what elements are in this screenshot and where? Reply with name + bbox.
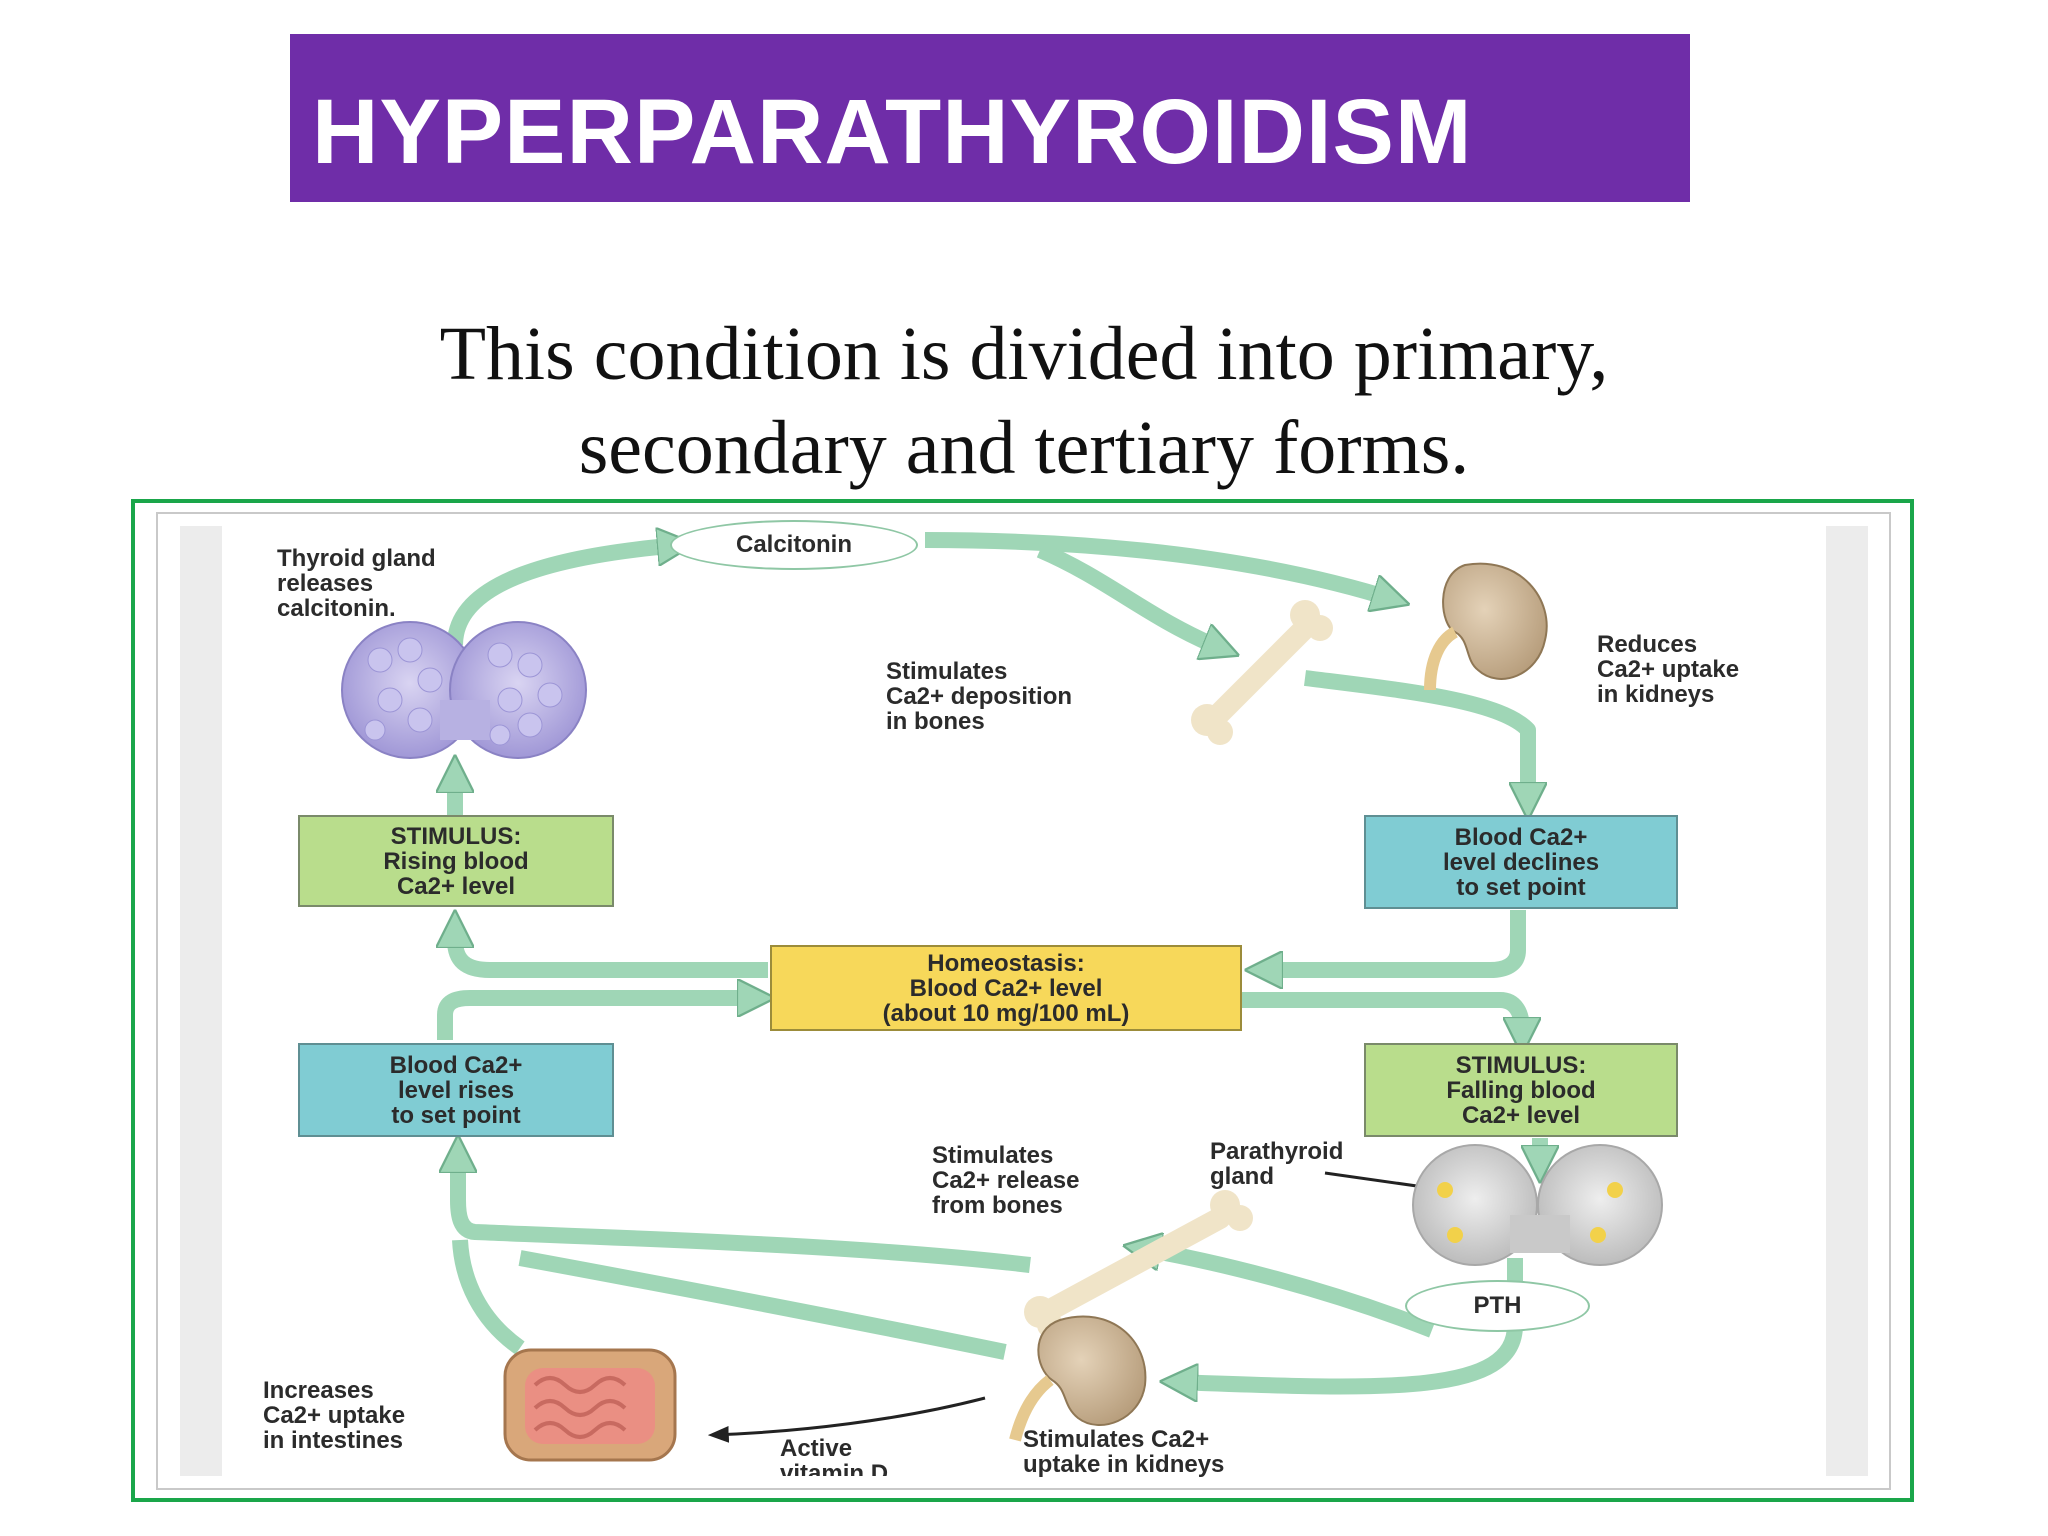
kidney-reduce-label: Reduces Ca2+ uptake in kidneys xyxy=(1597,631,1740,708)
kidney-uptake-label: Stimulates Ca2+ uptake in kidneys xyxy=(1023,1426,1225,1478)
active-vitamin-d-label: Active vitamin D xyxy=(780,1436,889,1476)
arrow-intestine-up xyxy=(452,1239,525,1355)
kidney-bottom-illustration xyxy=(1009,1315,1147,1442)
parathyroid-gland-illustration xyxy=(1412,1144,1663,1266)
stimulus-rising-box: STIMULUS: Rising blood Ca2+ level xyxy=(298,815,614,907)
stimulus-falling-box: STIMULUS: Falling blood Ca2+ level xyxy=(1364,1043,1678,1137)
thyroid-releases-label: Thyroid gland releases calcitonin. xyxy=(277,545,436,622)
figure-right-strip xyxy=(1826,526,1868,1476)
slide-title: HYPERPARATHYROIDISM xyxy=(312,81,1473,183)
arrow-homeostasis-to-rising xyxy=(455,925,768,978)
intestine-uptake-label: Increases Ca2+ uptake in intestines xyxy=(263,1377,406,1454)
calcitonin-oval: Calcitonin xyxy=(670,520,918,570)
arrow-pth-to-bone xyxy=(1138,1248,1435,1338)
level-declines-box: Blood Ca2+ level declines to set point xyxy=(1364,815,1678,909)
arrow-bone-to-rises xyxy=(458,1150,1031,1273)
bone-bottom-illustration xyxy=(1024,1190,1253,1338)
arrow-rises-to-homeostasis xyxy=(437,998,760,1040)
bone-deposition-label: Stimulates Ca2+ deposition in bones xyxy=(886,658,1073,735)
intestines-illustration xyxy=(503,1348,677,1462)
arrow-calcitonin-to-kidney xyxy=(924,532,1395,600)
arrow-declines-to-homeostasis xyxy=(1260,910,1526,970)
figure-left-strip xyxy=(180,526,222,1476)
kidney-top-illustration xyxy=(1424,562,1548,691)
subtitle-line-2: secondary and tertiary forms. xyxy=(578,406,1470,490)
bone-release-label: Stimulates Ca2+ release from bones xyxy=(932,1142,1080,1219)
arrow-thyroid-to-calcitonin xyxy=(447,545,680,646)
vitamin-d-arrow xyxy=(707,1396,986,1443)
arrow-calcitonin-to-bone xyxy=(1036,542,1225,650)
bone-top-illustration xyxy=(1191,600,1333,745)
arrow-kidney-back-up xyxy=(518,1250,1007,1360)
parathyroid-gland-label: Parathyroid gland xyxy=(1210,1138,1344,1190)
thyroid-gland-illustration xyxy=(341,621,587,759)
arrow-pth-to-kidney xyxy=(1175,1324,1523,1386)
title-banner: HYPERPARATHYROIDISM xyxy=(290,34,1690,202)
level-rises-box: Blood Ca2+ level rises to set point xyxy=(298,1043,614,1137)
arrow-to-declines-box xyxy=(1303,670,1528,805)
homeostasis-box: Homeostasis: Blood Ca2+ level (about 10 … xyxy=(770,945,1242,1031)
pth-oval: PTH xyxy=(1405,1280,1590,1332)
subtitle-line-1: This condition is divided into primary, xyxy=(439,312,1609,396)
arrow-homeostasis-to-falling xyxy=(1242,992,1522,1040)
